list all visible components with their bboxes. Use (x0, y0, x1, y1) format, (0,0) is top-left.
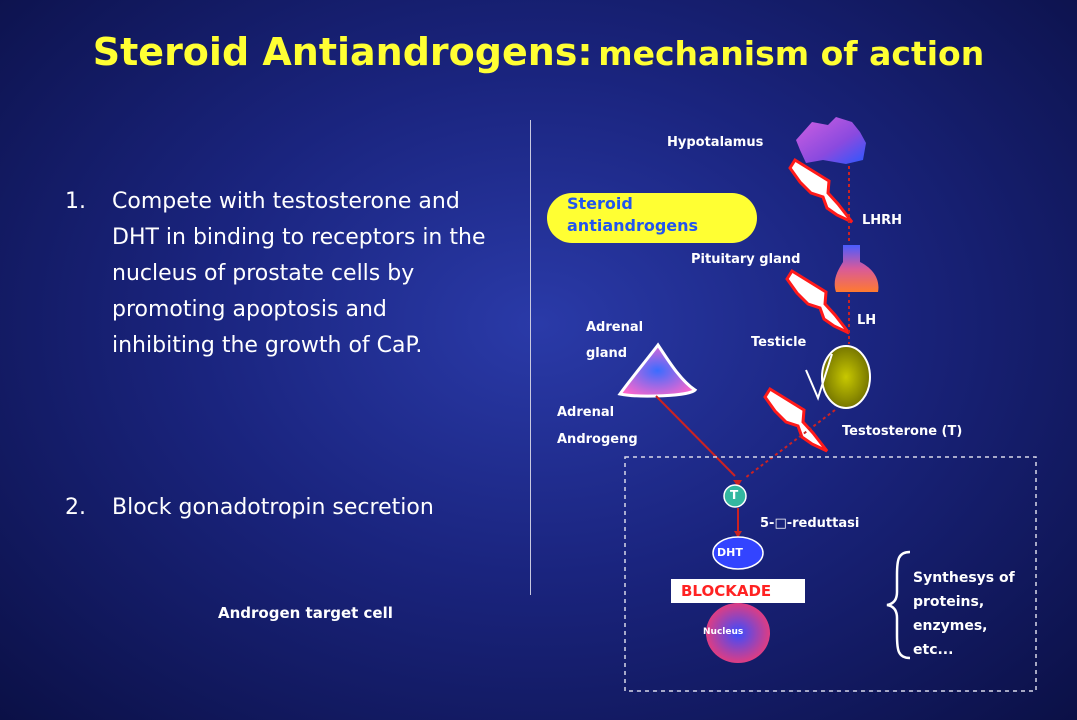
adrenal-androgen-label-line1: Adrenal (557, 405, 615, 420)
synthesis-line: enzymes, (913, 618, 988, 634)
synthesis-text: Synthesys of proteins, enzymes, etc... (913, 566, 1015, 662)
lightning-bolt-icon (785, 268, 851, 335)
title-main: Steroid Antiandrogens: (92, 30, 593, 74)
adrenal-gland-shape (617, 342, 698, 398)
nucleus-node (706, 603, 770, 663)
adrenal-gland-label-line2: gland (586, 346, 628, 361)
reductase-label: 5-□-reduttasi (760, 516, 860, 531)
lightning-bolt-icon (788, 157, 854, 224)
testosterone-label: Testosterone (T) (842, 424, 963, 439)
bullet-point-2: 2. Block gonadotropin secretion (65, 490, 485, 570)
bullet-point-1: 1. Compete with testosterone and DHT in … (65, 184, 485, 414)
pituitary-gland-label: Pituitary gland (691, 252, 801, 267)
bullet-number: 1. (65, 189, 86, 214)
steroid-antiandrogens-label: Steroid antiandrogens (567, 194, 699, 235)
bullet-text: Block gonadotropin secretion (112, 495, 434, 520)
slide-title: Steroid Antiandrogens: mechanism of acti… (0, 30, 1077, 74)
adrenal-gland-label-line1: Adrenal (586, 320, 644, 335)
testicle-duct-icon (805, 353, 833, 401)
bullet-text: Compete with testosterone and DHT in bin… (112, 189, 486, 358)
steroid-antiandrogens-pill (547, 193, 757, 243)
hypothalamus-shape (796, 117, 866, 164)
synthesis-line: Synthesys of (913, 570, 1015, 586)
t-node-label: T (730, 488, 739, 502)
lhrh-label: LHRH (862, 213, 903, 228)
blockade-label: BLOCKADE (671, 579, 805, 603)
dht-node (712, 536, 764, 570)
target-cell-label: Androgen target cell (218, 604, 393, 622)
synthesis-line: proteins, (913, 594, 985, 610)
synthesis-line: etc... (913, 642, 954, 658)
testicle-label: Testicle (751, 335, 807, 350)
adrenal-androgen-label-line2: Androgeng (557, 432, 638, 447)
t-node (723, 484, 747, 508)
testicle-shape (821, 345, 871, 409)
lightning-bolt-icon (763, 386, 829, 453)
title-sub: mechanism of action (598, 34, 985, 73)
pituitary-gland-shape (834, 245, 879, 292)
nucleus-label: Nucleus (703, 627, 744, 637)
hypothalamus-label: Hypotalamus (667, 135, 764, 150)
bullet-number: 2. (65, 495, 86, 520)
target-cell-boundary (624, 456, 1037, 692)
dht-node-label: DHT (717, 546, 743, 559)
column-divider (530, 120, 531, 595)
brace-icon (886, 550, 911, 660)
lh-label: LH (857, 313, 877, 328)
